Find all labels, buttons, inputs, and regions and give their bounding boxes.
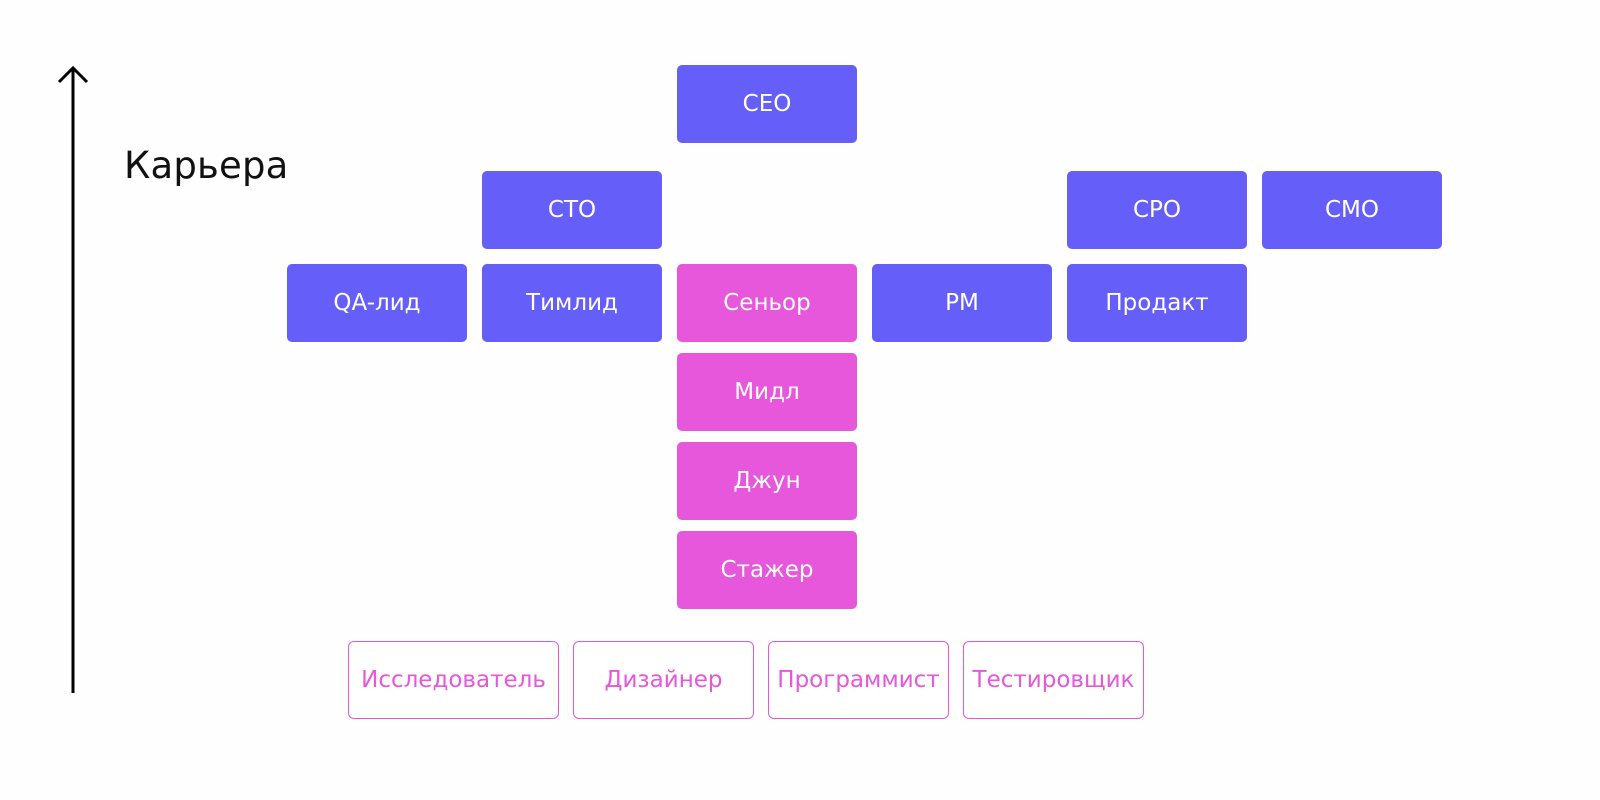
arrow-up-icon [57,65,89,84]
specialization-researcher: Исследователь [348,641,559,719]
specialization-designer: Дизайнер [573,641,754,719]
grade-junior: Джун [677,442,857,520]
role-ceo: CEO [677,65,857,143]
specialization-tester: Тестировщик [963,641,1144,719]
role-cto: CTO [482,171,662,249]
role-qa-lead: QA-лид [287,264,467,342]
role-cmo: CMO [1262,171,1442,249]
grade-senior: Сеньор [677,264,857,342]
grade-middle: Мидл [677,353,857,431]
role-pm: PM [872,264,1052,342]
role-cpo: CPO [1067,171,1247,249]
role-team-lead: Тимлид [482,264,662,342]
grade-intern: Стажер [677,531,857,609]
role-product: Продакт [1067,264,1247,342]
axis-label: Карьера [124,144,289,187]
specialization-programmer: Программист [768,641,949,719]
